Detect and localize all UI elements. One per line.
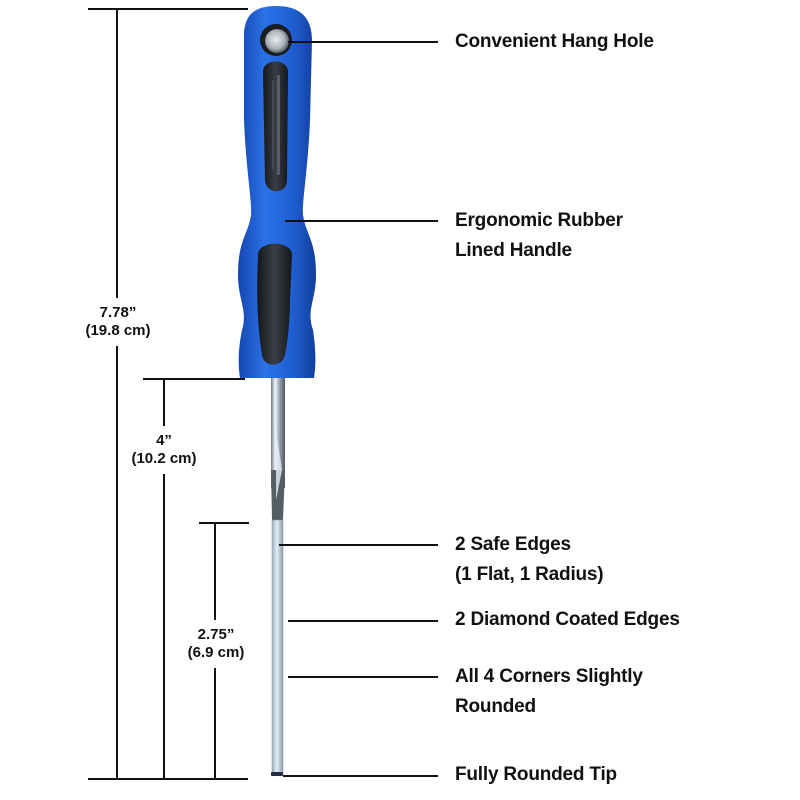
file-dim-label: 2.75” (6.9 cm) [178, 620, 254, 668]
callout-tip: Fully Rounded Tip [455, 760, 617, 790]
leader-hang-hole [288, 41, 438, 43]
callout-diamond-edges: 2 Diamond Coated Edges [455, 605, 680, 635]
callout-corners: All 4 Corners Slightly Rounded [455, 662, 643, 722]
callout-handle-line-1: Ergonomic Rubber [455, 210, 623, 231]
shaft-dim-vertical-line [163, 379, 165, 779]
leader-tip [283, 775, 438, 777]
callout-handle: Ergonomic Rubber Lined Handle [455, 206, 623, 266]
dimension-baseline [88, 778, 248, 780]
callout-corners-line-1: All 4 Corners Slightly [455, 666, 643, 687]
callout-handle-line-2: Lined Handle [455, 240, 572, 261]
handle [238, 6, 316, 378]
callout-safe-edges-line-1: 2 Safe Edges [455, 534, 571, 555]
lower-grip-panel [257, 243, 292, 365]
callout-hang-hole-line-1: Convenient Hang Hole [455, 31, 654, 52]
callout-safe-edges: 2 Safe Edges (1 Flat, 1 Radius) [455, 530, 604, 590]
overall-dim-label: 7.78” (19.8 cm) [68, 298, 168, 346]
shaft-dim-inches: 4” [156, 432, 172, 449]
leader-handle [285, 220, 438, 222]
overall-dim-top-line [88, 8, 248, 10]
shaft [271, 378, 285, 520]
file-dim-metric: (6.9 cm) [187, 644, 245, 661]
embossed-brand-texture [272, 75, 280, 175]
shaft-dim-top-line [143, 378, 245, 380]
leader-safe-edges [279, 544, 438, 546]
overall-dim-vertical-line [116, 9, 118, 779]
file-dim-inches: 2.75” [197, 626, 235, 643]
callout-hang-hole: Convenient Hang Hole [455, 27, 654, 57]
callout-diamond-edges-line-1: 2 Diamond Coated Edges [455, 609, 680, 630]
leader-corners [288, 676, 438, 678]
shaft-dim-label: 4” (10.2 cm) [118, 426, 210, 474]
file-dim-top-line [199, 522, 249, 524]
diamond-file-section [271, 519, 284, 776]
overall-dim-metric: (19.8 cm) [85, 322, 151, 339]
overall-dim-inches: 7.78” [99, 304, 137, 321]
rounded-tip [271, 772, 283, 776]
callout-corners-line-2: Rounded [455, 696, 536, 717]
shaft-dim-metric: (10.2 cm) [131, 450, 197, 467]
callout-safe-edges-line-2: (1 Flat, 1 Radius) [455, 564, 604, 585]
callout-tip-line-1: Fully Rounded Tip [455, 764, 617, 785]
leader-diamond-edges [288, 620, 438, 622]
upper-grip-panel [263, 61, 288, 192]
